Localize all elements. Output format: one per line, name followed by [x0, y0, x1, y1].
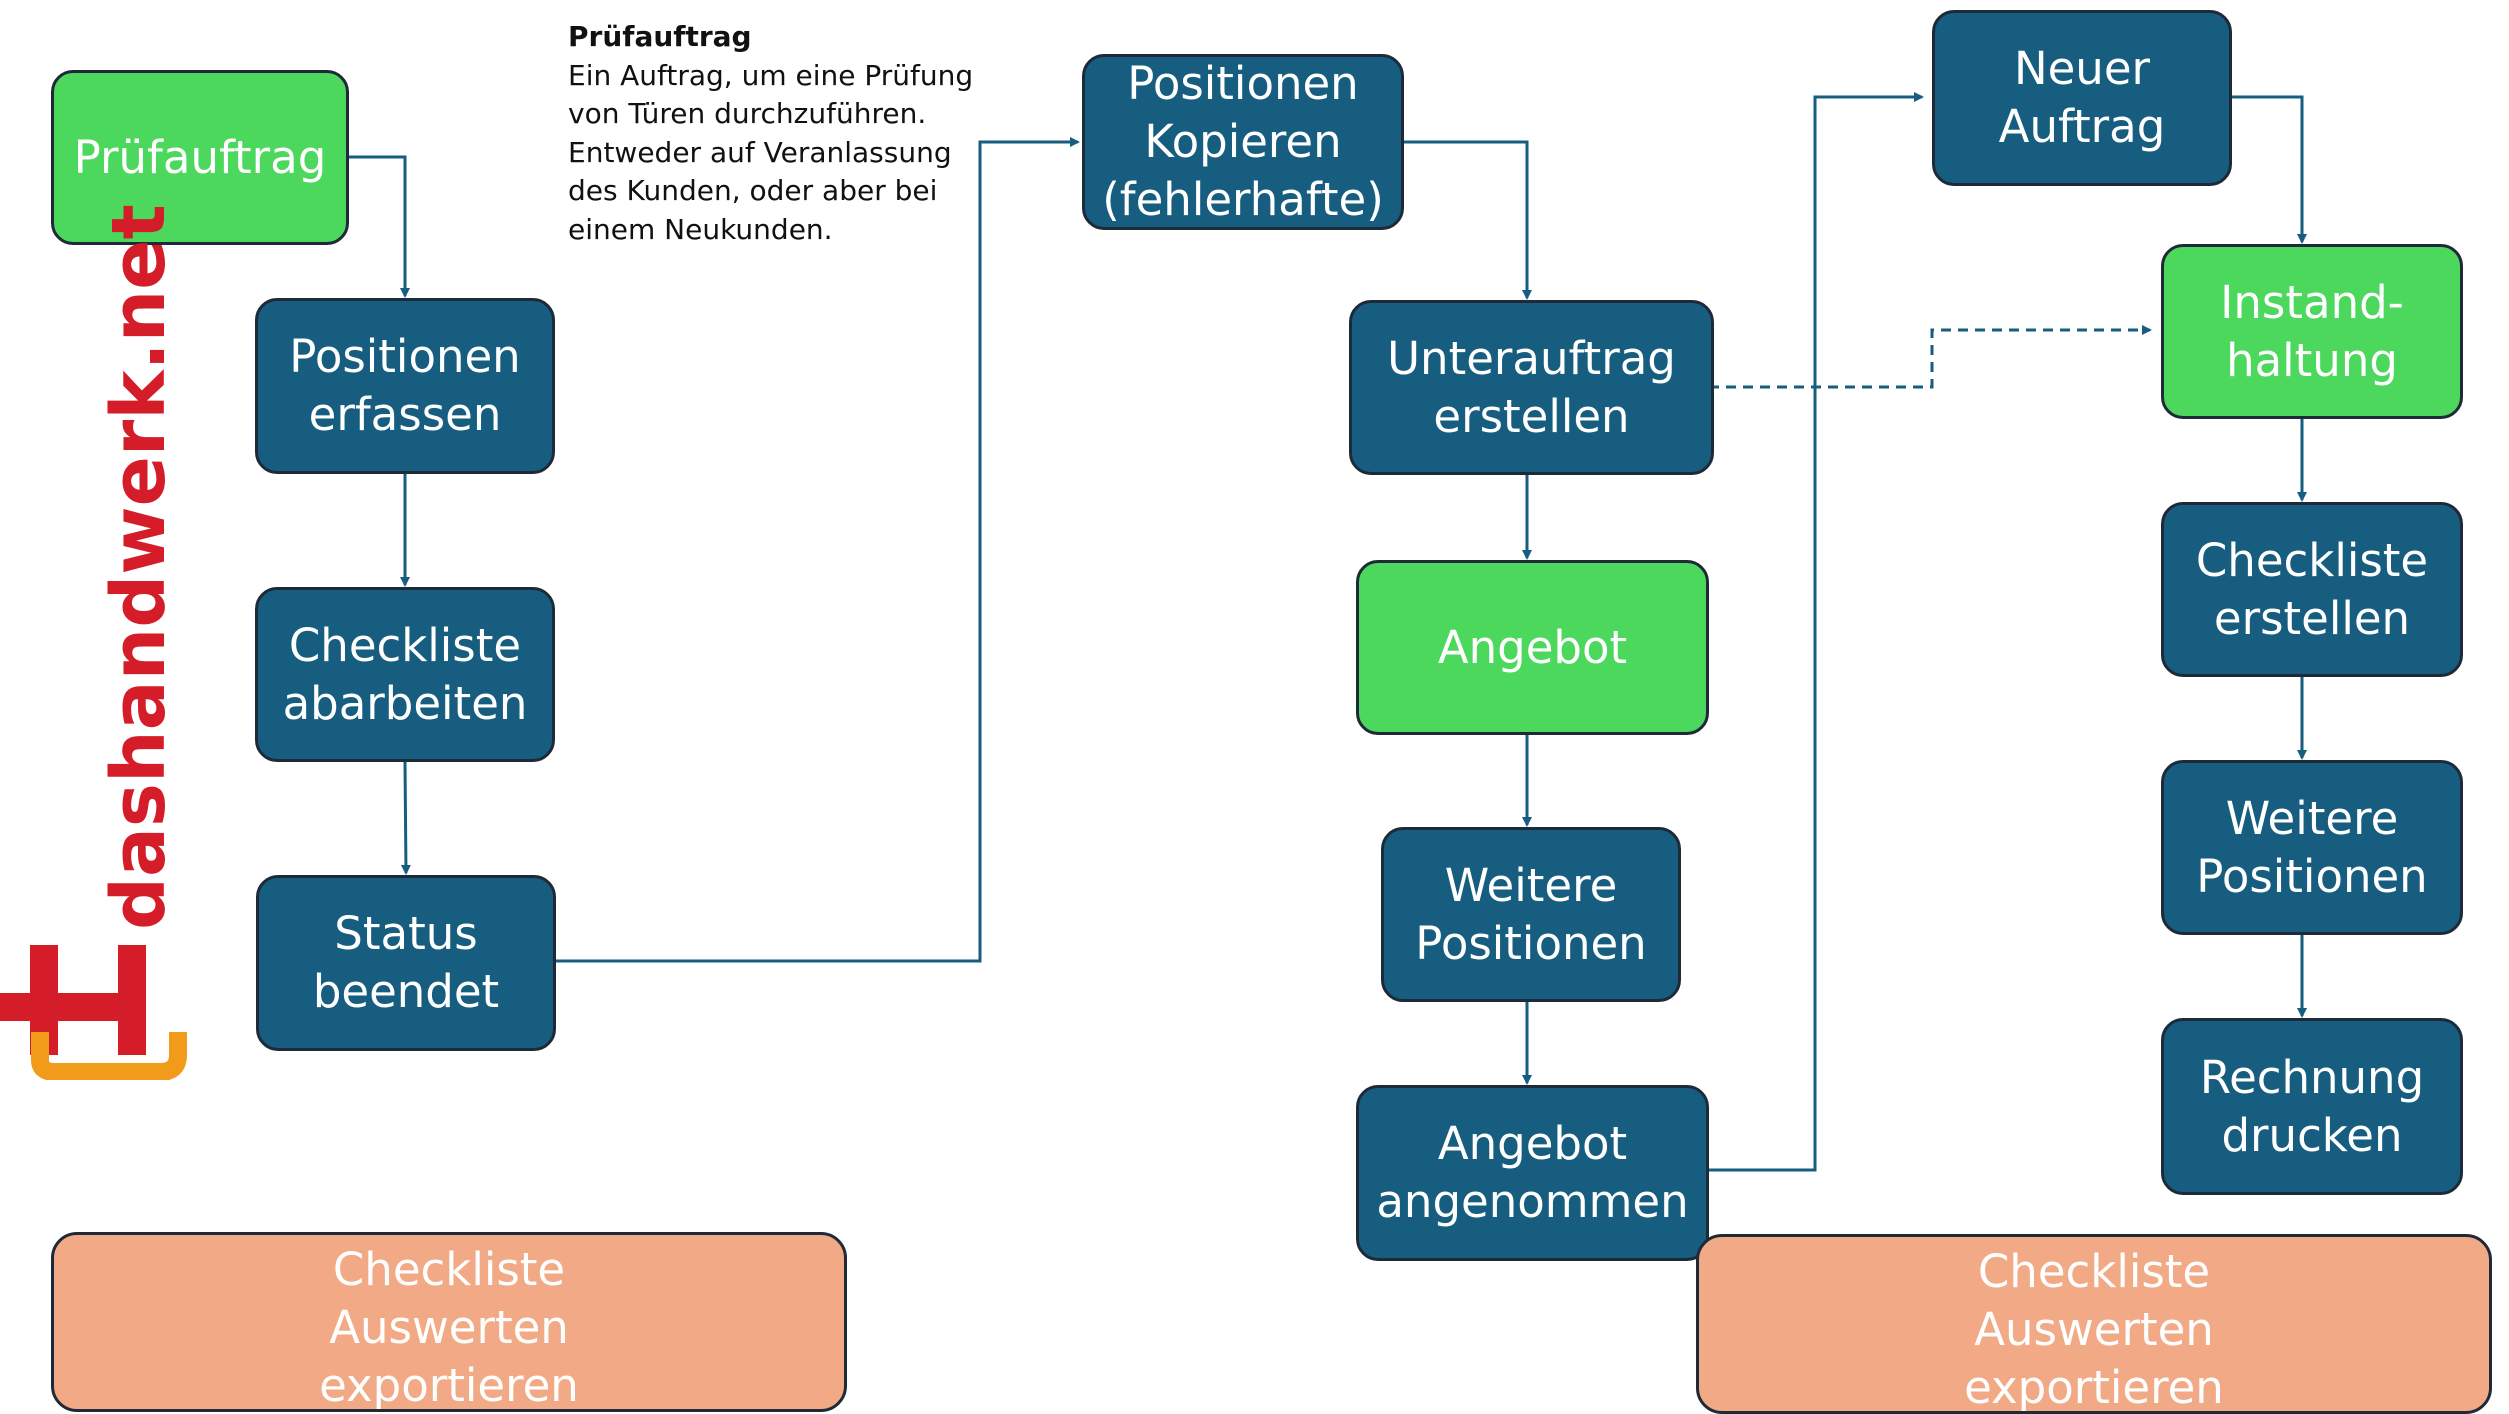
node-unterauftrag-erstellen[interactable]: Unterauftrag erstellen — [1349, 300, 1714, 475]
node-label: Weitere Positionen — [1415, 858, 1647, 970]
node-label: Prüfauftrag — [73, 130, 327, 184]
node-positionen-erfassen[interactable]: Positionen erfassen — [255, 298, 555, 474]
node-instandhaltung[interactable]: Instand- haltung — [2161, 244, 2463, 419]
node-label: Unterauftrag erstellen — [1387, 331, 1676, 443]
node-label: Checkliste abarbeiten — [282, 618, 528, 730]
node-checkliste-erstellen[interactable]: Checkliste erstellen — [2161, 502, 2463, 677]
note-body: Ein Auftrag, um eine Prüfung von Türen d… — [568, 58, 974, 246]
node-checkliste-auswerten-exportieren-right[interactable]: Checkliste Auswerten exportieren — [1696, 1234, 2492, 1414]
arrow-checkliste-to-status — [400, 761, 411, 875]
node-label: Neuer Auftrag — [1998, 42, 2166, 153]
node-label: Weitere Positionen — [2196, 791, 2428, 903]
node-neuer-auftrag[interactable]: Neuer Auftrag — [1932, 10, 2232, 186]
node-label: Positionen erfassen — [289, 330, 521, 441]
node-label: Angebot angenommen — [1376, 1117, 1689, 1228]
node-label: Checkliste Auswerten exportieren — [1964, 1245, 2224, 1414]
node-label: Instand- haltung — [2220, 275, 2404, 387]
node-checkliste-auswerten-exportieren-left[interactable]: Checkliste Auswerten exportieren — [51, 1232, 847, 1412]
description-note: Prüfauftrag Ein Auftrag, um eine Prüfung… — [568, 18, 988, 249]
node-angebot[interactable]: Angebot — [1356, 560, 1709, 735]
node-label: Rechnung drucken — [2199, 1050, 2425, 1162]
note-title: Prüfauftrag — [568, 20, 752, 53]
arrow-angebot-angenommen-to-neuer-auftrag — [1703, 92, 1924, 1172]
node-label: Checkliste erstellen — [2195, 533, 2429, 645]
node-pruefauftrag[interactable]: Prüfauftrag — [51, 70, 349, 245]
node-rechnung-drucken[interactable]: Rechnung drucken — [2161, 1018, 2463, 1195]
node-weitere-positionen-mid[interactable]: Weitere Positionen — [1381, 827, 1681, 1002]
arrow-pruefauftrag-to-positionen-erfassen — [349, 155, 410, 298]
node-weitere-positionen-right[interactable]: Weitere Positionen — [2161, 760, 2463, 935]
arrow-neuer-auftrag-to-instandhaltung — [2223, 95, 2307, 244]
node-positionen-kopieren[interactable]: Positionen Kopieren (fehlerhafte) — [1082, 54, 1404, 230]
dashandwerk-logo — [0, 945, 187, 1080]
arrow-kopieren-to-unterauftrag — [1402, 140, 1532, 300]
node-checkliste-abarbeiten[interactable]: Checkliste abarbeiten — [255, 587, 555, 762]
node-angebot-angenommen[interactable]: Angebot angenommen — [1356, 1085, 1709, 1261]
node-label: Status beendet — [312, 907, 500, 1018]
node-label: Positionen Kopieren (fehlerhafte) — [1102, 57, 1384, 226]
arrow-unterauftrag-to-instandhaltung-dashed — [1709, 325, 2152, 389]
logo-wordmark: dashandwerk.net — [96, 204, 182, 930]
node-status-beendet[interactable]: Status beendet — [256, 875, 556, 1051]
arrow-status-to-positionen-kopieren — [556, 137, 1080, 963]
node-label: Angebot — [1437, 620, 1628, 674]
node-label: Checkliste Auswerten exportieren — [319, 1243, 579, 1412]
